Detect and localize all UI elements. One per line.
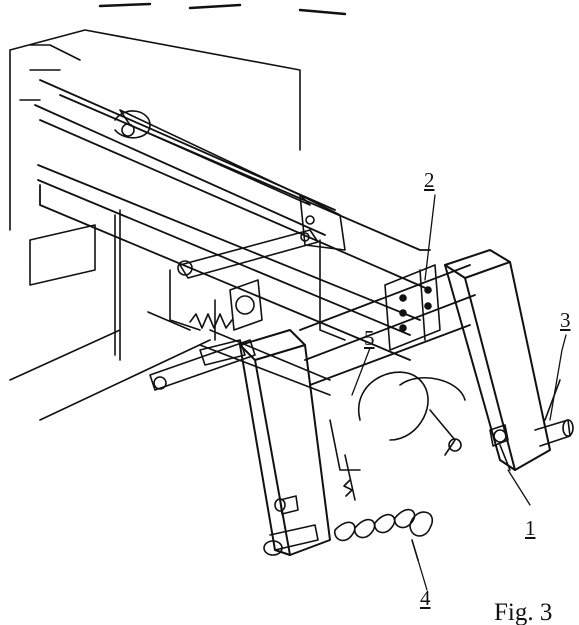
leader-lines <box>351 194 567 591</box>
background-housing <box>9 29 301 421</box>
safety-chain <box>334 508 433 561</box>
callout-3: 3 <box>560 308 571 332</box>
callout-1: 1 <box>525 516 536 540</box>
right-post <box>444 249 551 471</box>
left-post <box>239 329 331 556</box>
callout-2: 2 <box>424 168 435 192</box>
figure-caption: Fig. 3 <box>494 599 553 625</box>
lower-mechanism <box>329 371 466 501</box>
linkage-arms <box>114 109 346 279</box>
callout-4: 4 <box>420 586 431 610</box>
locking-pin <box>489 424 511 471</box>
mounting-bracket <box>384 264 441 351</box>
cropped-top-edge <box>98 2 347 16</box>
callout-5: 5 <box>364 326 375 350</box>
right-pin <box>534 379 574 447</box>
cross-bar <box>299 264 476 386</box>
left-pin <box>263 495 319 556</box>
spring-assembly <box>147 279 263 391</box>
